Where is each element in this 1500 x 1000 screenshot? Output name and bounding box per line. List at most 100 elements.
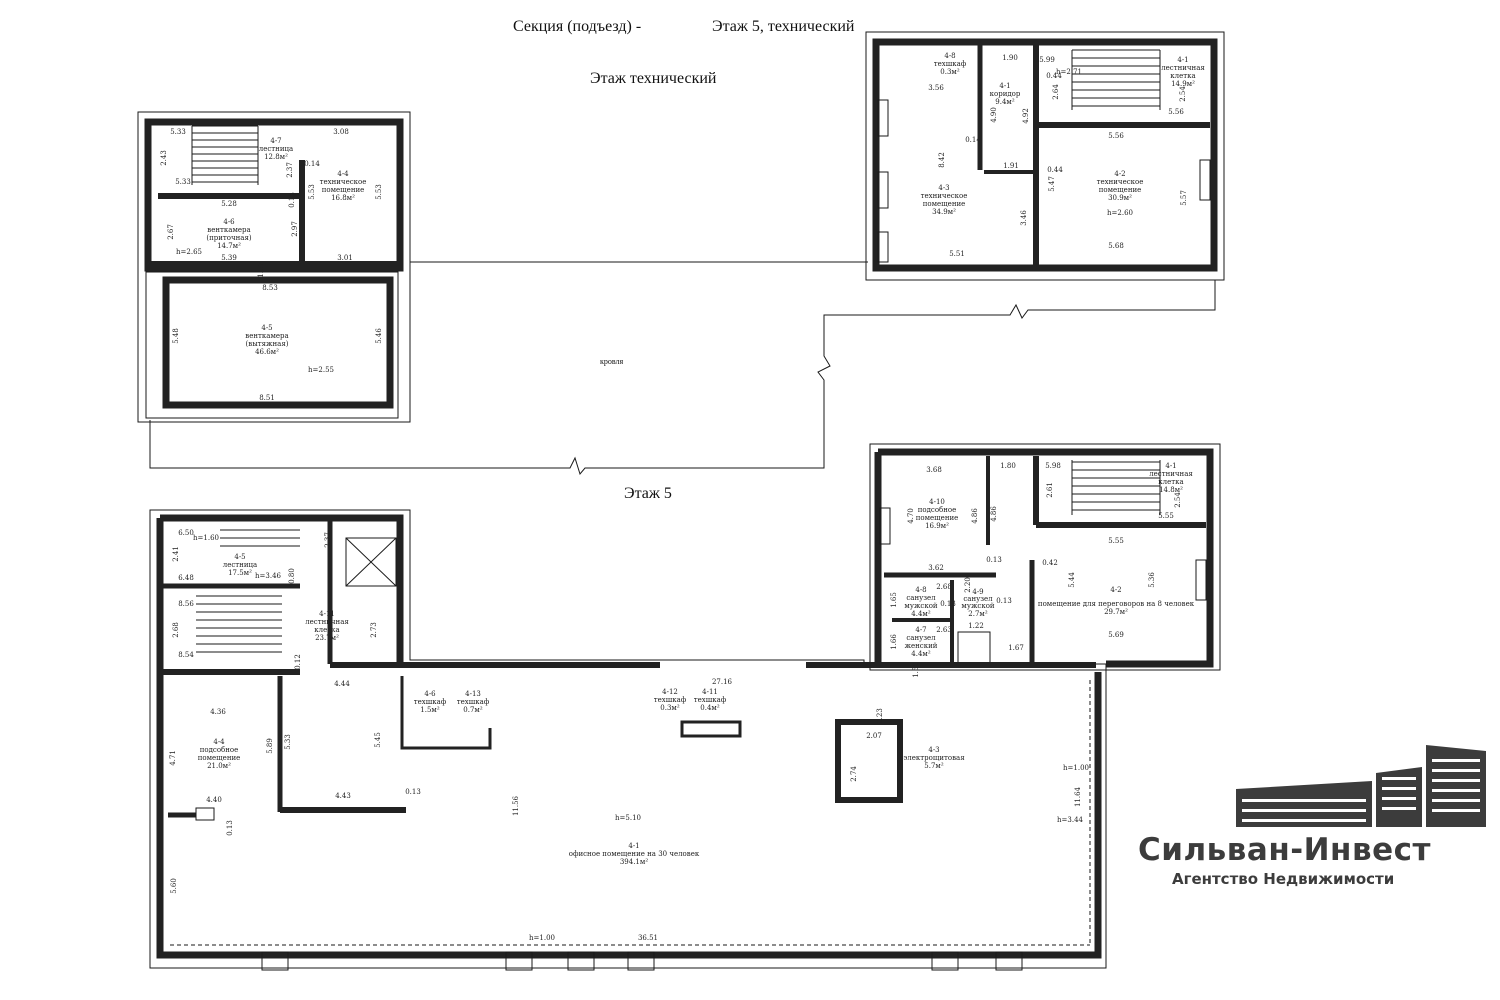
dim-label: 4.86 [971,508,979,524]
dim-label: 0.13 [405,788,421,796]
dim-label: 5.36 [1148,572,1156,588]
dim-label: 5.47 [1048,176,1056,192]
floor5-upper-right-block [869,443,1221,671]
dim-label: 4-7 [915,626,926,634]
dim-label: 5.33 [170,128,186,136]
dim-label: h=1.60 [193,534,219,542]
dim-label: 5.69 [1108,631,1124,639]
dim-label: 1.5м² [420,706,440,714]
dim-label: 5.55 [1108,537,1124,545]
dim-label: 4-4 [337,170,349,178]
dim-label: 1.66 [890,634,898,650]
dim-label: 4-1 [999,82,1010,90]
floor5-main-block [149,509,1107,971]
dim-label: 1.56 [912,662,920,678]
dim-label: 2.43 [160,150,168,166]
dim-label: подсобное [918,506,957,514]
dim-label: 4-2 [1114,170,1125,178]
dim-label: 8.42 [938,152,946,168]
dim-label: 5.60 [170,878,178,894]
dim-label: помещение [198,754,241,762]
dim-label: санузел [906,594,936,602]
dim-label: 2.37 [324,532,332,548]
dim-label: 4-1 [1177,56,1188,64]
dim-label: лестничная [1161,64,1205,72]
dim-label: (приточная) [206,234,252,242]
dim-label: 1.22 [968,622,984,630]
dim-label: 4.4м² [911,610,931,618]
dim-label: мужской [961,602,995,610]
dim-label: 4.40 [206,796,222,804]
dim-label: 4-5 [261,324,272,332]
dim-label: 3.68 [926,466,942,474]
dim-label: 4-7 [270,137,281,145]
dim-label: 4-1 [628,842,639,850]
dim-label: лестничная [1149,470,1193,478]
dim-label: 2.07 [866,732,882,740]
dim-label: 0.42 [1042,559,1058,567]
dim-label: 1.91 [1003,162,1019,170]
dim-label: 0.44 [1047,166,1063,174]
dim-label: 11.56 [512,795,520,816]
dim-label: венткамера [207,226,250,234]
dim-label: 2.54 [1174,492,1182,508]
dim-label: техшкаф [654,696,687,704]
dim-label: 5.53 [308,184,316,200]
dim-label: 8.54 [178,651,194,659]
dim-label: 4-6 [424,690,436,698]
dim-label: 5.48 [172,328,180,344]
dim-label: 0.13 [986,556,1002,564]
brand-name: Сильван-Инвест [1138,832,1431,868]
dim-label: клетка [1158,478,1183,486]
dim-label: 4-8 [944,52,955,60]
dim-label: 2.68 [936,583,952,591]
dim-label: 4-1 [1165,462,1176,470]
section-title: Секция (подъезд) - [513,18,642,35]
dim-label: 2.61 [1046,482,1054,498]
dim-label: h=2.71 [1056,68,1082,76]
dim-label: 4.71 [169,750,177,766]
dim-label: 2.63 [936,626,952,634]
dim-label: 14.7м² [217,242,241,250]
dim-label: 0.14 [288,192,296,208]
dim-label: 5.56 [1168,108,1184,116]
dim-label: 5.57 [1180,190,1188,206]
dim-label: 4.90 [990,107,998,123]
dim-label: 0.80 [288,568,296,584]
dim-label: 2.37 [286,162,294,178]
dim-label: 4.36 [210,708,226,716]
dim-label: 11.64 [1074,786,1082,807]
dim-label: 0.14 [965,136,981,144]
dim-label: 5.55 [1158,512,1174,520]
tech-floor-title: Этаж технический [590,70,717,87]
dim-label: 5.68 [1108,242,1124,250]
dim-label: 4.92 [1022,108,1030,124]
dim-label: офисное помещение на 30 человек [569,850,700,858]
dim-label: 2.67 [167,224,175,240]
dim-label: техшкаф [457,698,490,706]
dim-label: 4.70 [907,508,915,524]
dim-label: 0.3м² [660,704,680,712]
dim-label: клетка [1170,72,1195,80]
dim-label: 0.44 [1046,72,1062,80]
dim-label: техническое [1097,178,1144,186]
dim-label: 30.9м² [1108,194,1132,202]
dim-label: техшкаф [694,696,727,704]
dim-label: 2.41 [172,546,180,562]
dim-label: лестница [223,561,257,569]
dim-label: 5.33 [284,734,292,750]
dim-label: 1.80 [1000,462,1016,470]
dim-label: 16.8м² [331,194,355,202]
dim-label: венткамера [245,332,288,340]
dim-label: 21.0м² [207,762,231,770]
dim-label: 4-11 [702,688,718,696]
dim-label: 2.20 [964,577,972,593]
dim-label: 2.7м² [968,610,988,618]
dim-label: 4-5 [234,553,245,561]
dim-label: 0.14 [304,160,320,168]
dim-label: 0.13 [996,597,1012,605]
dim-label: 6.48 [178,574,194,582]
dim-label: 34.9м² [932,208,956,216]
dim-label: коридор [990,90,1021,98]
